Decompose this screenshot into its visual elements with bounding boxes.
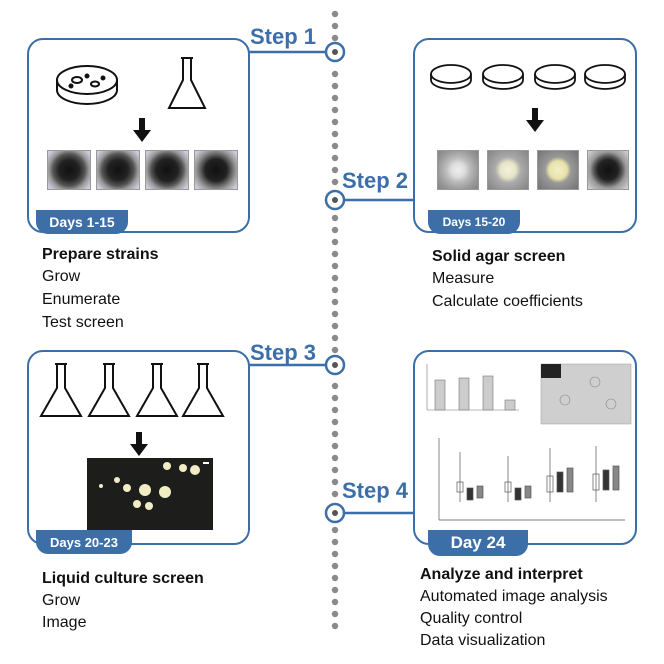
- timeline-dot: [331, 598, 339, 606]
- step-1-item: Grow: [42, 268, 81, 285]
- timeline-dot: [331, 382, 339, 390]
- timeline-dot: [331, 394, 339, 402]
- timeline-dot: [331, 490, 339, 498]
- step-2-label: Step 2: [342, 168, 409, 193]
- step-2-title: Solid agar screen: [432, 248, 566, 265]
- timeline-dot: [331, 166, 339, 174]
- timeline-dot: [331, 322, 339, 330]
- flask-icon: [39, 363, 225, 417]
- timeline-dot: [331, 310, 339, 318]
- timeline-dot: [331, 298, 339, 306]
- timeline-dot: [331, 586, 339, 594]
- colony-image: [437, 150, 479, 190]
- timeline-dot: [331, 274, 339, 282]
- timeline-dot: [331, 346, 339, 354]
- timeline-dot: [331, 238, 339, 246]
- step-3-title: Liquid culture screen: [42, 570, 204, 587]
- step-4-panel: [413, 350, 637, 545]
- step-1-days-badge: Days 1-15: [36, 210, 128, 234]
- timeline-dot: [331, 94, 339, 102]
- timeline-dot: [331, 178, 339, 186]
- timeline-dot: [331, 334, 339, 342]
- colony-image: [537, 150, 579, 190]
- timeline-dot: [331, 250, 339, 258]
- step-4-days-badge: Day 24: [428, 530, 528, 556]
- step-1-label: Step 1: [250, 24, 317, 49]
- box-plot-thumbnail: [438, 438, 625, 521]
- timeline-dot: [331, 418, 339, 426]
- timeline-dot: [331, 442, 339, 450]
- timeline-dot: [331, 70, 339, 78]
- step-3-days-badge: Days 20-23: [36, 530, 132, 554]
- timeline-dot: [331, 34, 339, 42]
- timeline-dot: [331, 622, 339, 630]
- timeline-dot: [331, 538, 339, 546]
- timeline-dot: [331, 550, 339, 558]
- step-4-item: Quality control: [420, 610, 523, 627]
- timeline-dot: [331, 82, 339, 90]
- timeline-dot: [331, 454, 339, 462]
- timeline-dot: [331, 142, 339, 150]
- colony-image: [194, 150, 238, 190]
- timeline-dot: [331, 466, 339, 474]
- step-3-item: Grow: [42, 592, 81, 609]
- timeline-dot: [331, 22, 339, 30]
- microscopy-thumbnail: [540, 363, 632, 425]
- step-2-days-badge: Days 15-20: [428, 210, 520, 234]
- timeline-dot: [331, 130, 339, 138]
- timeline-dot: [331, 118, 339, 126]
- timeline-dot: [331, 610, 339, 618]
- colony-image: [47, 150, 91, 190]
- colony-image: [487, 150, 529, 190]
- liquid-culture-image: [87, 458, 213, 530]
- timeline-dot: [331, 574, 339, 582]
- down-arrow-icon: [526, 108, 544, 132]
- petri-dish-icon: [430, 64, 626, 90]
- colony-image: [145, 150, 189, 190]
- timeline-dot: [331, 526, 339, 534]
- down-arrow-icon: [133, 118, 151, 142]
- step-2-item: Measure: [432, 270, 495, 287]
- bar-chart-thumbnail: [426, 364, 519, 411]
- step-1-title: Prepare strains: [42, 246, 159, 263]
- step-3-label: Step 3: [250, 340, 317, 365]
- down-arrow-icon: [130, 432, 148, 456]
- colony-image: [587, 150, 629, 190]
- timeline-dot: [331, 214, 339, 222]
- step-4-item: Automated image analysis: [420, 588, 608, 605]
- step-2-item: Calculate coefficients: [432, 293, 583, 310]
- colony-image: [96, 150, 140, 190]
- timeline-dot: [331, 226, 339, 234]
- step-3-item: Image: [42, 614, 87, 631]
- step-2-panel: [413, 38, 637, 233]
- flask-icon: [167, 57, 207, 109]
- petri-dish-icon: [56, 65, 118, 105]
- timeline-dot: [331, 262, 339, 270]
- step-3-panel: [27, 350, 250, 545]
- step-4-illustration: [426, 363, 632, 521]
- step-4-label: Step 4: [342, 478, 409, 503]
- timeline-dot: [331, 106, 339, 114]
- step-1-item: Test screen: [42, 314, 124, 331]
- timeline-dots: [331, 10, 339, 630]
- timeline-dot: [331, 430, 339, 438]
- step-1-panel: [27, 38, 250, 233]
- timeline-dot: [331, 286, 339, 294]
- step-1-item: Enumerate: [42, 291, 121, 308]
- step-3-illustration: [39, 363, 225, 456]
- step-1-illustration: [56, 57, 207, 142]
- timeline-dot: [331, 562, 339, 570]
- timeline-dot: [331, 406, 339, 414]
- step-2-illustration: [430, 64, 626, 132]
- timeline-dot: [331, 478, 339, 486]
- timeline-dot: [331, 154, 339, 162]
- timeline-dot: [331, 10, 339, 18]
- step-4-item: Data visualization: [420, 632, 546, 649]
- step-4-title: Analyze and interpret: [420, 566, 583, 583]
